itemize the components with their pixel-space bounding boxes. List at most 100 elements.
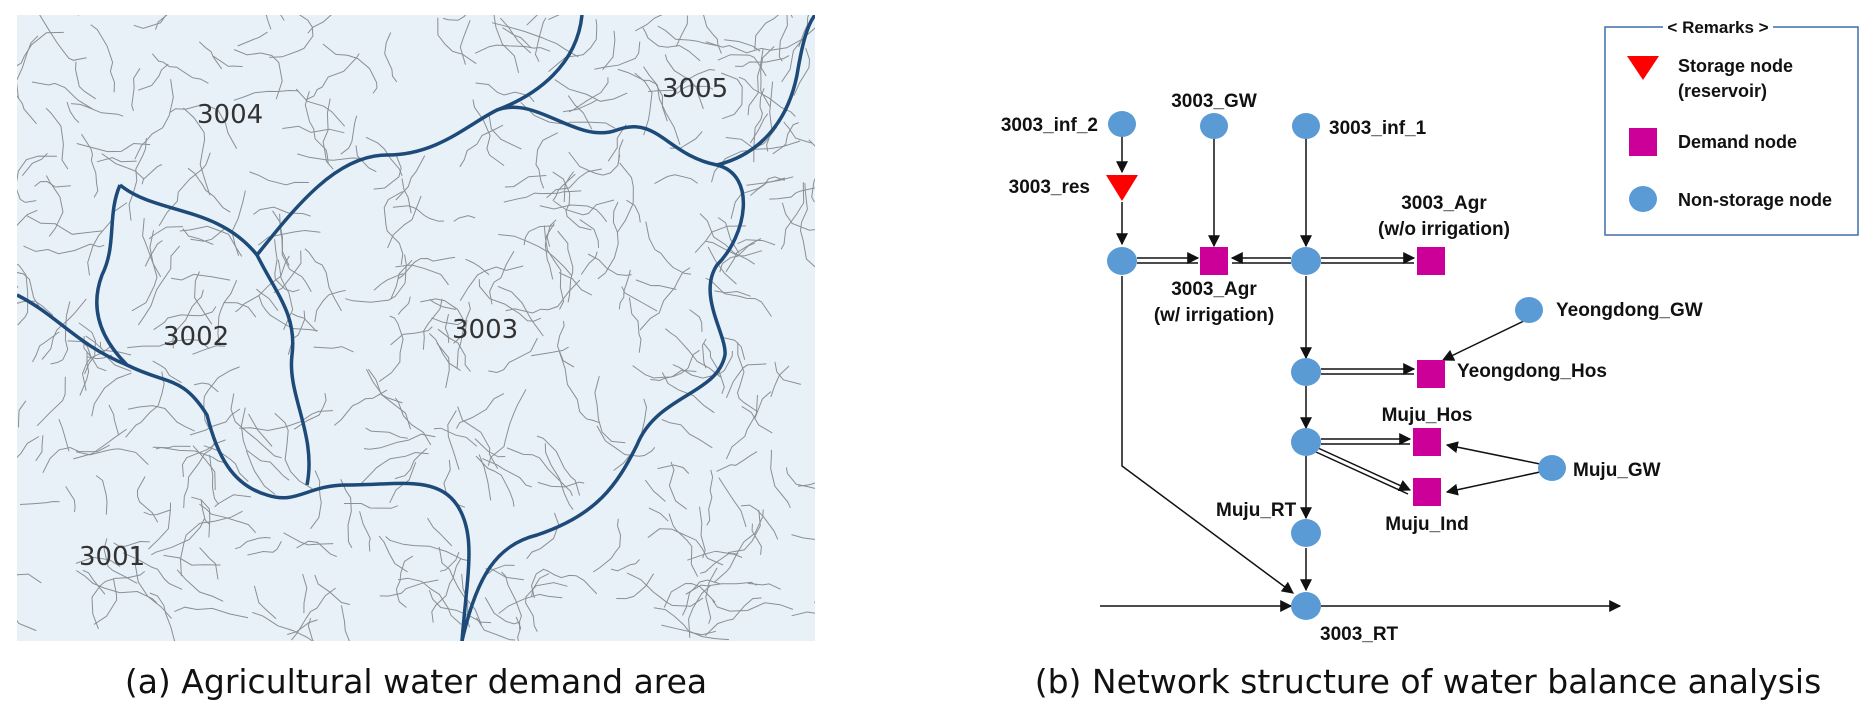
- stream-segment: [212, 55, 243, 68]
- boundary-3003-east: [255, 105, 746, 642]
- stream-segment: [295, 88, 346, 127]
- stream-segment: [661, 624, 730, 641]
- edge-ydgw-ydhos: [1441, 317, 1531, 361]
- stream-segment: [635, 279, 677, 290]
- stream-segment: [58, 419, 70, 452]
- stream-segment: [530, 568, 545, 599]
- node-junction-yd: [1291, 358, 1321, 386]
- edge-muju-ind-a: [1317, 447, 1412, 491]
- label-3003-res: 3003_res: [1009, 177, 1090, 198]
- stream-segment: [431, 557, 462, 623]
- edge-mujugw-ind: [1445, 471, 1541, 496]
- stream-segment: [433, 427, 478, 447]
- stream-segment: [738, 76, 796, 117]
- stream-segment: [740, 504, 779, 540]
- stream-segment: [387, 195, 422, 249]
- stream-segment: [437, 328, 471, 372]
- stream-segment: [35, 435, 44, 462]
- stream-segment: [665, 328, 722, 378]
- stream-segment: [654, 174, 698, 185]
- stream-segment: [340, 478, 353, 549]
- stream-segment: [751, 523, 762, 555]
- stream-segment: [74, 61, 96, 100]
- stream-segment: [703, 342, 725, 394]
- region-label-3002: 3002: [163, 322, 229, 352]
- stream-segment: [689, 309, 703, 332]
- stream-segment: [634, 72, 653, 136]
- stream-segment: [76, 142, 151, 153]
- stream-segment: [300, 410, 334, 423]
- stream-segment: [770, 449, 791, 509]
- stream-segment: [645, 221, 692, 275]
- stream-segment: [152, 360, 182, 384]
- stream-segment: [21, 152, 48, 177]
- stream-segment: [682, 579, 721, 616]
- stream-segment: [122, 552, 183, 590]
- stream-segment: [718, 477, 747, 528]
- stream-segment: [778, 0, 791, 62]
- stream-segment: [305, 53, 360, 101]
- node-3003-gw: [1200, 113, 1228, 139]
- stream-segment: [199, 547, 219, 580]
- stream-segment: [478, 454, 492, 501]
- stream-segment: [75, 448, 149, 465]
- stream-segment: [134, 545, 172, 619]
- stream-segment: [235, 255, 290, 313]
- stream-segment: [314, 289, 346, 323]
- stream-segment: [253, 585, 277, 620]
- caption-b: (b) Network structure of water balance a…: [1034, 662, 1822, 701]
- stream-segment: [558, 351, 600, 424]
- stream-segment: [32, 331, 60, 363]
- stream-segment: [269, 11, 314, 58]
- stream-segment: [783, 121, 813, 144]
- stream-segment: [760, 46, 775, 107]
- node-yeongdong-gw: [1515, 297, 1543, 323]
- stream-segment: [634, 0, 678, 32]
- stream-segment: [699, 213, 755, 265]
- stream-segment: [392, 205, 445, 222]
- stream-segment: [95, 475, 108, 515]
- legend-demand-label: Demand node: [1678, 132, 1797, 152]
- stream-segment: [556, 320, 575, 368]
- stream-segment: [725, 238, 762, 273]
- stream-segment: [239, 420, 304, 432]
- stream-segment: [650, 349, 700, 382]
- stream-segment: [444, 313, 450, 344]
- stream-segment: [384, 32, 398, 83]
- stream-segment: [302, 573, 308, 614]
- stream-segment: [657, 464, 690, 474]
- stream-segment: [499, 17, 532, 54]
- network-diagram: 3003_inf_2 3003_GW 3003_inf_1 3003_res 3…: [960, 0, 1869, 660]
- stream-segment: [616, 573, 655, 600]
- stream-segment: [34, 180, 71, 188]
- stream-segment: [567, 95, 593, 130]
- node-muju-hos: [1413, 428, 1441, 456]
- stream-segment: [363, 433, 436, 450]
- stream-segment: [390, 259, 413, 300]
- stream-segment: [176, 569, 224, 602]
- stream-segment: [661, 419, 713, 449]
- stream-segment: [378, 315, 404, 383]
- stream-segment: [453, 215, 476, 222]
- label-3003-agr-w-line2: (w/ irrigation): [1154, 305, 1274, 326]
- stream-segment: [101, 153, 145, 180]
- stream-segment: [70, 103, 124, 117]
- stream-segment: [504, 175, 547, 188]
- stream-segment: [214, 494, 252, 508]
- legend-title: < Remarks >: [1667, 18, 1768, 37]
- stream-segment: [355, 145, 377, 173]
- stream-segment: [699, 506, 706, 559]
- stream-segment: [255, 288, 279, 311]
- stream-segment: [706, 469, 714, 526]
- stream-segment: [79, 351, 90, 396]
- demand-nodes: [1200, 247, 1445, 506]
- stream-segment: [91, 577, 138, 630]
- node-3003-res: [1106, 175, 1138, 201]
- stream-segment: [131, 68, 141, 111]
- stream-segment: [753, 88, 765, 163]
- stream-segment: [668, 461, 687, 510]
- stream-segment: [171, 273, 231, 281]
- stream-segment: [607, 124, 627, 162]
- stream-segment: [639, 267, 691, 331]
- stream-segment: [610, 559, 640, 572]
